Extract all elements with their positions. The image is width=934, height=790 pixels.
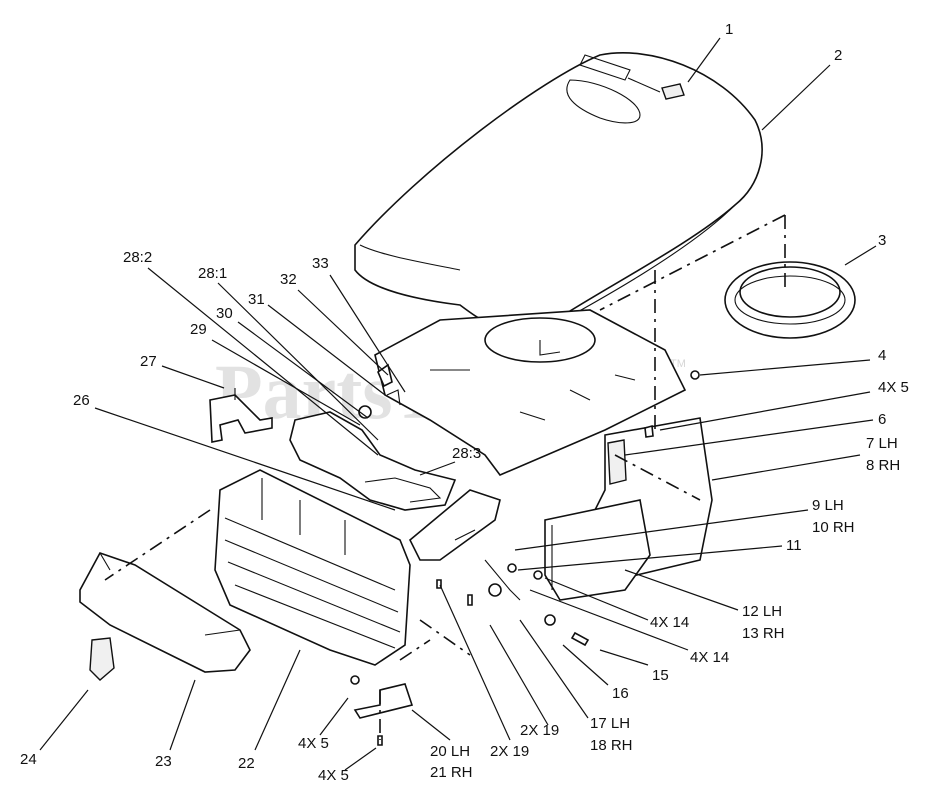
callout-4x5-lower: 4X 5 [318,767,349,784]
callout-28-2: 28:2 [123,249,152,266]
lower-bracket-part [353,683,414,719]
callout-30: 30 [216,305,233,322]
callout-23: 23 [155,753,172,770]
callout-4x14-lower: 4X 14 [690,649,729,666]
callout-16: 16 [612,685,629,702]
callout-15: 15 [652,667,669,684]
grille-part [214,469,411,666]
callout-24: 24 [20,751,37,768]
hardware-parts [350,370,700,746]
callout-18rh: 18 RH [590,737,633,754]
callout-4x5-upper: 4X 5 [878,379,909,396]
callout-26: 26 [73,392,90,409]
callout-4x14-upper: 4X 14 [650,614,689,631]
callout-28-3: 28:3 [452,445,481,462]
ring-part [724,261,856,339]
callout-28-1: 28:1 [198,265,227,282]
callout-2: 2 [834,47,842,64]
callout-3: 3 [878,232,886,249]
callout-11: 11 [786,537,802,554]
callout-7lh: 7 LH [866,435,898,452]
side-panel-part [544,417,713,601]
callout-6: 6 [878,411,886,428]
callout-32: 32 [280,271,297,288]
callout-2x19-upper: 2X 19 [520,722,559,739]
callout-21rh: 21 RH [430,764,473,781]
callout-27: 27 [140,353,157,370]
leader-lines [39,37,877,771]
alignment-lines [104,214,786,740]
callout-9lh: 9 LH [812,497,844,514]
front-bracket-part [409,489,521,601]
callout-13rh: 13 RH [742,625,785,642]
callout-29: 29 [190,321,207,338]
callout-labels: 1 2 3 4 4X 5 6 7 LH 8 RH 9 LH 10 RH 11 1… [20,21,909,784]
callout-31: 31 [248,291,265,308]
callout-4: 4 [878,347,886,364]
callout-20lh: 20 LH [430,743,470,760]
callout-2x19-lower: 2X 19 [490,743,529,760]
bracket-part [209,388,273,443]
insert-part [89,637,115,681]
callout-8rh: 8 RH [866,457,900,474]
callout-33: 33 [312,255,329,272]
callout-4x5-mid: 4X 5 [298,735,329,752]
callout-22: 22 [238,755,255,772]
hood-part [354,52,763,335]
grille-housing-part [289,411,457,511]
nose-cover-part [79,552,251,673]
dash-panel-part [374,309,687,476]
callout-12lh: 12 LH [742,603,782,620]
callout-10rh: 10 RH [812,519,855,536]
hood-badge-part [627,77,685,100]
callout-17lh: 17 LH [590,715,630,732]
callout-1: 1 [725,21,733,38]
